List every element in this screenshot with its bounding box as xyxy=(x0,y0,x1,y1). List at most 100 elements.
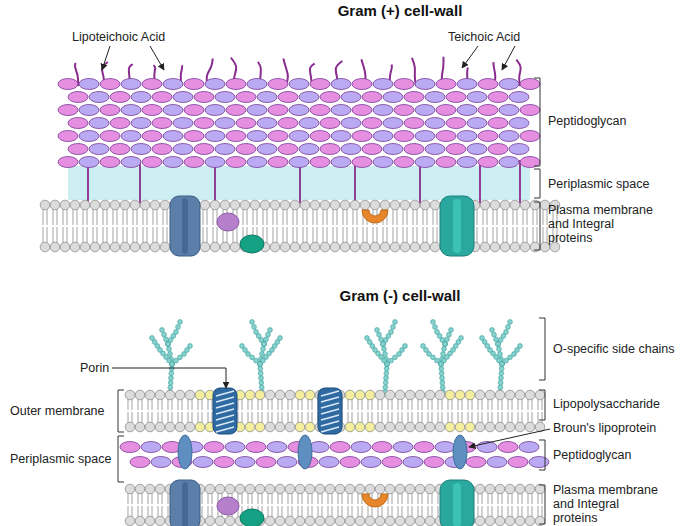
glycan-unit xyxy=(394,157,414,168)
glycan-unit xyxy=(457,79,477,90)
lipid-tail xyxy=(142,399,143,410)
lipid-tail xyxy=(417,227,418,243)
lipid-tail xyxy=(513,227,514,243)
lipid-tail xyxy=(273,209,274,225)
peripheral-protein xyxy=(240,235,264,253)
sugar-bead xyxy=(381,342,386,347)
lipid-tail xyxy=(462,399,463,410)
sugar-bead xyxy=(170,362,175,367)
lipid-tail xyxy=(407,227,408,243)
glycan-unit xyxy=(414,442,434,453)
glycan-unit xyxy=(268,131,288,142)
lipid-tail xyxy=(312,412,313,423)
lipid-tail xyxy=(198,399,199,410)
sugar-bead xyxy=(178,355,183,360)
lipid-tail xyxy=(192,399,193,410)
lipoprotein xyxy=(178,435,192,469)
sugar-bead xyxy=(499,371,504,376)
lipid-head xyxy=(410,200,420,210)
lipid-head xyxy=(375,390,385,400)
lipid-tail xyxy=(378,506,379,517)
glycan-unit xyxy=(446,92,466,103)
lipid-tail xyxy=(523,227,524,243)
lipid-head xyxy=(525,422,535,432)
lipid-tail xyxy=(262,493,263,504)
lipid-tail xyxy=(382,412,383,423)
glycan-unit xyxy=(256,457,276,468)
lipid-head xyxy=(155,484,165,494)
glycan-unit xyxy=(268,157,288,168)
lipid-tail xyxy=(432,493,433,504)
lipid-head xyxy=(535,390,545,400)
lipid-tail xyxy=(358,412,359,423)
lipid-tail xyxy=(47,227,48,243)
lipid-head xyxy=(350,200,360,210)
lipid-tail xyxy=(397,209,398,225)
lipid-tail xyxy=(143,227,144,243)
lipid-head xyxy=(260,200,270,210)
lipid-tail xyxy=(538,412,539,423)
glycan-unit xyxy=(320,144,340,155)
lipid-head xyxy=(375,516,385,526)
sugar-bead xyxy=(174,358,179,363)
glycan-unit xyxy=(226,79,246,90)
lipid-tail xyxy=(542,412,543,423)
sugar-bead xyxy=(264,337,269,342)
glycan-unit xyxy=(79,131,99,142)
crescent-protein xyxy=(362,210,388,223)
lipid-head xyxy=(525,516,535,526)
sugar-bead xyxy=(166,342,171,347)
glycan-unit xyxy=(478,105,498,116)
sugar-bead xyxy=(268,328,273,333)
sugar-bead xyxy=(259,385,264,390)
lipid-tail xyxy=(502,493,503,504)
lipid-tail xyxy=(242,399,243,410)
lipid-tail xyxy=(283,227,284,243)
glycan-unit xyxy=(457,105,477,116)
lipid-head xyxy=(305,390,315,400)
lipid-tail xyxy=(308,399,309,410)
glycan-unit xyxy=(393,442,413,453)
leader-arrow xyxy=(112,368,226,388)
glycan-unit xyxy=(372,442,392,453)
lipid-tail xyxy=(282,412,283,423)
glycan-unit xyxy=(383,118,403,129)
glycan-unit xyxy=(362,144,382,155)
lipid-tail xyxy=(53,209,54,225)
lipid-tail xyxy=(288,399,289,410)
lipid-tail xyxy=(282,399,283,410)
lipid-tail xyxy=(128,493,129,504)
lipid-tail xyxy=(213,227,214,243)
glycan-unit xyxy=(415,79,435,90)
lipid-tail xyxy=(382,399,383,410)
lipid-tail xyxy=(208,399,209,410)
o-side-chain xyxy=(480,320,523,395)
lipoteichoic-anchor xyxy=(519,160,521,204)
lipid-tail xyxy=(517,227,518,243)
lipid-tail xyxy=(318,506,319,517)
part-label: Peptidoglycan xyxy=(548,114,678,128)
lipid-tail xyxy=(388,412,389,423)
lipid-tail xyxy=(207,227,208,243)
lipid-tail xyxy=(213,209,214,225)
glycan-unit xyxy=(121,105,141,116)
sugar-bead xyxy=(259,380,264,385)
lipid-head xyxy=(175,390,185,400)
lipid-tail xyxy=(348,412,349,423)
lipid-head xyxy=(130,242,140,252)
lipid-tail xyxy=(198,412,199,423)
lipid-tail xyxy=(542,493,543,504)
lipid-tail xyxy=(378,399,379,410)
lipid-head xyxy=(515,516,525,526)
glycan-unit xyxy=(478,131,498,142)
glycan-unit xyxy=(194,144,214,155)
lipid-head xyxy=(100,200,110,210)
glycan-unit xyxy=(193,457,213,468)
lipid-head xyxy=(465,390,475,400)
glycan-unit xyxy=(467,144,487,155)
lipid-tail xyxy=(482,506,483,517)
sugar-bead xyxy=(393,320,398,325)
lipid-tail xyxy=(272,493,273,504)
lipid-tail xyxy=(348,506,349,517)
